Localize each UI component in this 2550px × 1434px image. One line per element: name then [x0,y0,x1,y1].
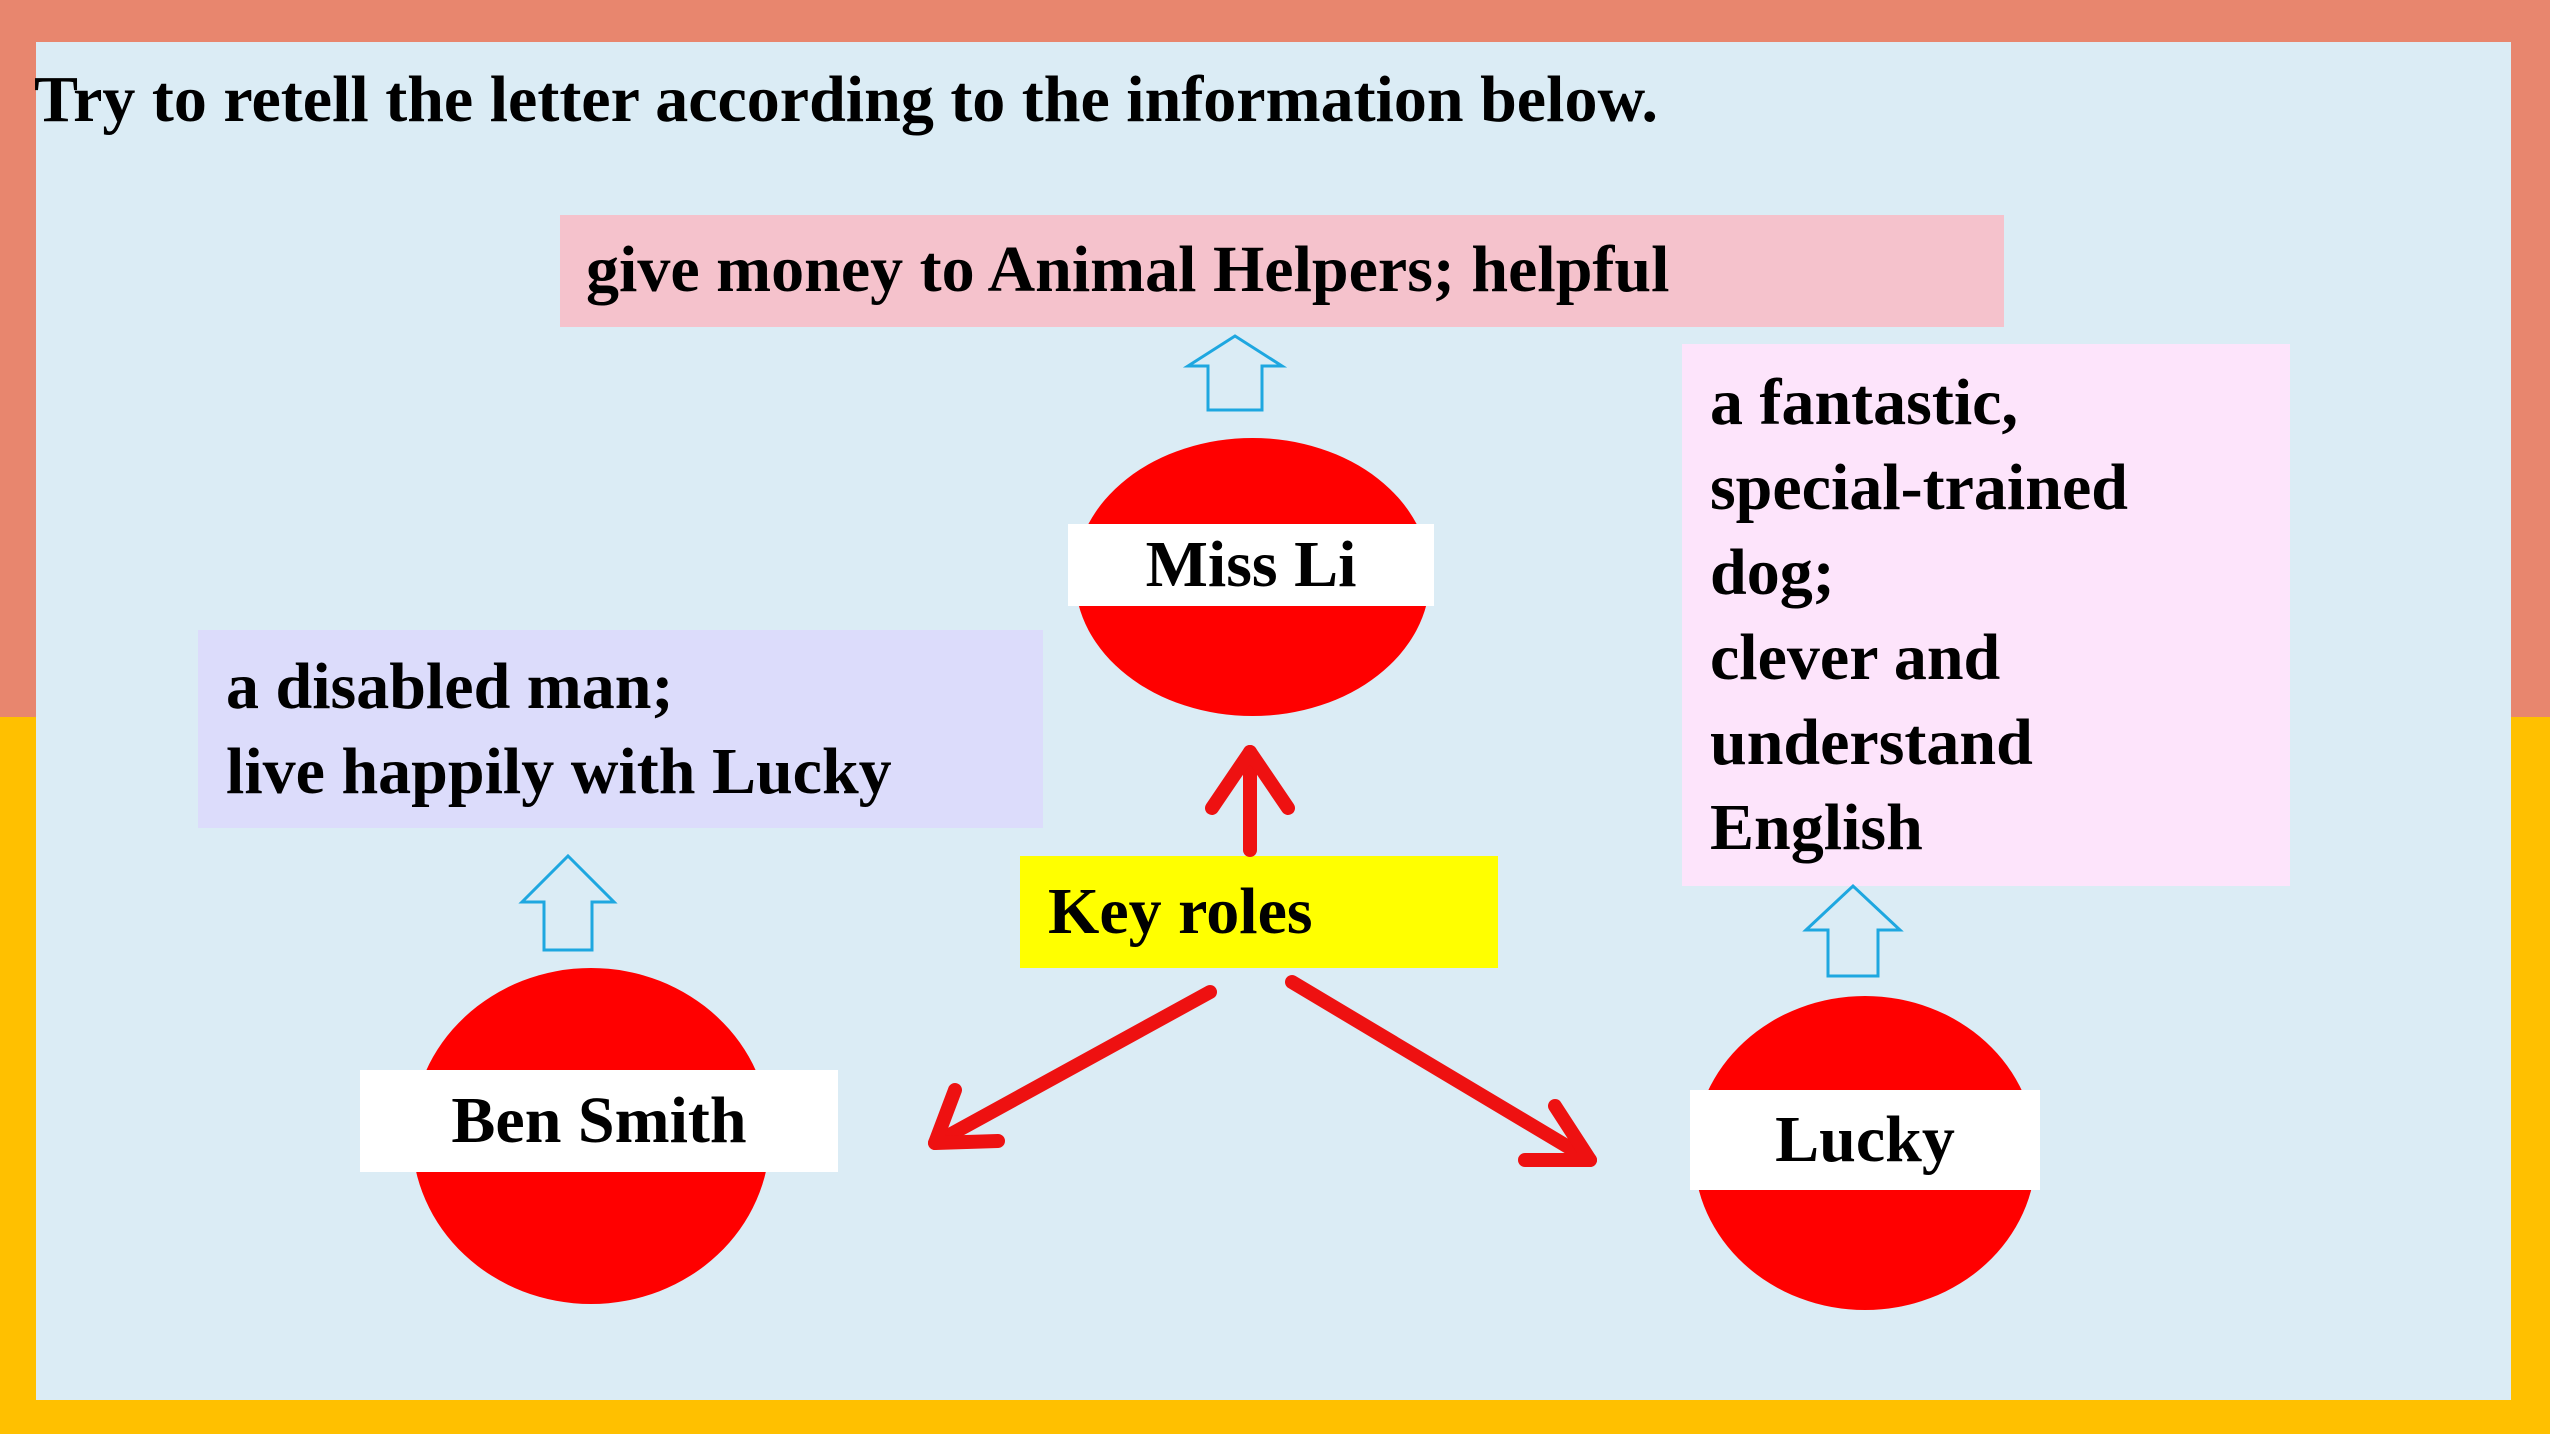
page-title: Try to retell the letter according to th… [34,63,1658,136]
ben-smith-name-label: Ben Smith [360,1070,838,1172]
lucky-info-line: dog; [1710,536,1835,609]
up-arrow-icon [1802,883,1904,978]
miss-li-info-line: give money to Animal Helpers; helpful [586,233,1670,306]
arrow-to-ben-smith [928,985,1217,1150]
ben-smith-info-box: a disabled man; live happily with Lucky [198,630,1043,828]
up-arrow-icon [1182,334,1288,412]
lucky-info-line: clever and [1710,621,2001,694]
ben-smith-info-line: live happily with Lucky [226,735,892,808]
red-connector-arrows [928,745,1597,1167]
arrow-to-lucky [1285,975,1597,1167]
hollow-up-arrows [518,334,1904,978]
miss-li-info-box: give money to Animal Helpers; helpful [560,215,2004,327]
lucky-info-line: a fantastic, [1710,366,2018,439]
up-arrow-icon [518,853,618,952]
lucky-info-line: special-trained [1710,451,2128,524]
lucky-info-line: understand [1710,706,2033,779]
ben-smith-info-line: a disabled man; [226,650,674,723]
lucky-info-box: a fantastic, special-trained dog; clever… [1682,344,2290,886]
key-roles-label: Key roles [1020,856,1498,968]
lucky-name-label: Lucky [1690,1090,2040,1190]
miss-li-name-label: Miss Li [1068,524,1434,606]
lucky-info-line: English [1710,791,1923,864]
arrow-to-miss-li [1205,745,1295,857]
